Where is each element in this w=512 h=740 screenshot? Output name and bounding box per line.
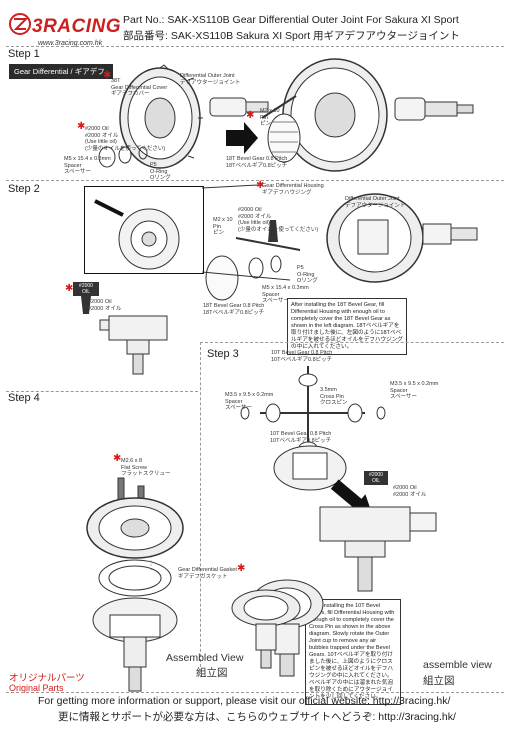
oring-label-2: P5 O-Ring Oリング [297,265,318,284]
step4-diagram [86,477,184,692]
divider [6,692,504,693]
step3-diagram [240,366,386,491]
divider [6,180,504,181]
assembled-view-1 [231,589,301,669]
divider [200,342,504,343]
oil-bottle-3: #2000 OIL [364,471,388,485]
oil-badge-3: #2000 OIL [364,471,388,485]
cross-pin-label: 3.5mm Cross Pin クロスピン [320,387,348,406]
oil-small-label: #2000 Oil #2000 オイル (Use little oil) (少量… [238,207,319,233]
outer-joint-label-2: Differential Outer Joint デフアウタージョイント [345,196,406,209]
assembled-view-caption-jp: 組立図 [196,667,228,679]
asterisk-icon: ✱ [246,110,255,121]
spacer-right-label: M3.5 x 9.5 x 0.2mm Spacer スペーサー [390,381,439,400]
spacer-label-2: M5 x 15.4 x 0.3mm Spacer スペーサー [262,285,309,304]
logo-url: www.3racing.com.hk [38,40,103,47]
pin-label-2: M2 x 10 Pin ピン [213,217,233,236]
cover-label: 38T Gear Differential Cover ギアデフカバー [111,78,168,97]
gasket-label: Gear Differential Gasket ギアデフガスケット [178,567,237,580]
asterisk-icon: ✱ [103,70,112,81]
logo-text: 3RACING [32,16,122,37]
assemble-view-caption-jp: 組立図 [423,675,455,687]
step3-cutaway [319,479,437,592]
original-parts-en: Original Parts [9,683,64,693]
bevel10-bottom-label: 10T Bevel Gear 0.8 Pitch 10Tベベルギア0.8ピッチ [270,431,332,444]
section-tag: Gear Differential / ギアデフ [9,64,113,79]
asterisk-icon: ✱ [113,453,122,464]
bevel18-label: 18T Bevel Gear 0.8 Pitch 18Tベベルギア0.8ピッチ [226,156,288,169]
step2-note: After installing the 18T Bevel Gear, fil… [287,298,407,355]
footer-info: For getting more information or support,… [38,695,451,707]
footer-info-jp: 更に情報とサポートが必要な方は、こちらのウェブサイトへどうぞ: http://3… [58,711,456,723]
original-parts-jp: オリジナルパーツ [9,673,85,684]
pin-label: M2 x 10 Pin ピン [260,108,280,127]
asterisk-icon: ✱ [65,283,74,294]
detail-inset [84,186,204,274]
asterisk-icon: ✱ [237,563,246,574]
brand-logo: 3RACING www.3racing.com.hk [8,9,122,47]
spacer-left-label: M3.5 x 9.5 x 0.2mm Spacer スペーサー [225,392,274,411]
spacer-label: M5 x 15.4 x 0.3mm Spacer スペーサー [64,156,111,175]
step2-diagram [99,184,478,331]
divider [6,46,504,47]
divider [6,391,198,392]
step1-title: Step 1 [8,48,40,60]
step3-note: After installing the 10T Bevel Gears, fi… [305,599,401,705]
assemble-view-caption: assemble view [423,659,492,671]
part-number-title-jp: 部品番号: SAK-XS110B Sakura XI Sport 用ギアデフアウ… [123,30,460,42]
oil-bottle: #2000 OIL [73,282,99,321]
step2-title: Step 2 [8,183,40,195]
divider [200,342,201,672]
housing-label: Gear Differential Housing ギアデフハウジング [262,183,324,196]
oil-badge: #2000 OIL [73,282,99,296]
step4-title: Step 4 [8,392,40,404]
bevel18-label-2: 18T Bevel Gear 0.8 Pitch 18Tベベルギア0.8ピッチ [203,303,265,316]
outer-joint-label: Differential Outer Joint デフアウタージョイント [180,73,241,86]
oil-label-2: #2000 Oil #2000 オイル [88,299,122,312]
housing-cutaway [108,315,168,375]
asterisk-icon: ✱ [77,121,86,132]
part-number-title: Part No.: SAK-XS110B Gear Differential O… [123,14,459,26]
step3-title: Step 3 [207,348,239,360]
assembled-view-caption: Assembled View [166,652,244,664]
oil-label: #2000 Oil #2000 オイル (Use little oil) (少量… [85,126,166,152]
asterisk-icon: ✱ [256,180,265,191]
screw-label: M2.6 x 8 Flat Screw フラットスクリュー [121,458,171,477]
logo-emblem [9,13,31,35]
step1-diagram [98,58,474,172]
oil-label-3: #2000 Oil #2000 オイル [393,485,427,498]
oring-label: P5 O-Ring Oリング [150,162,171,181]
bevel10-top-label: 10T Bevel Gear 0.8 Pitch 10Tベベルギア0.8ピッチ [271,350,333,363]
